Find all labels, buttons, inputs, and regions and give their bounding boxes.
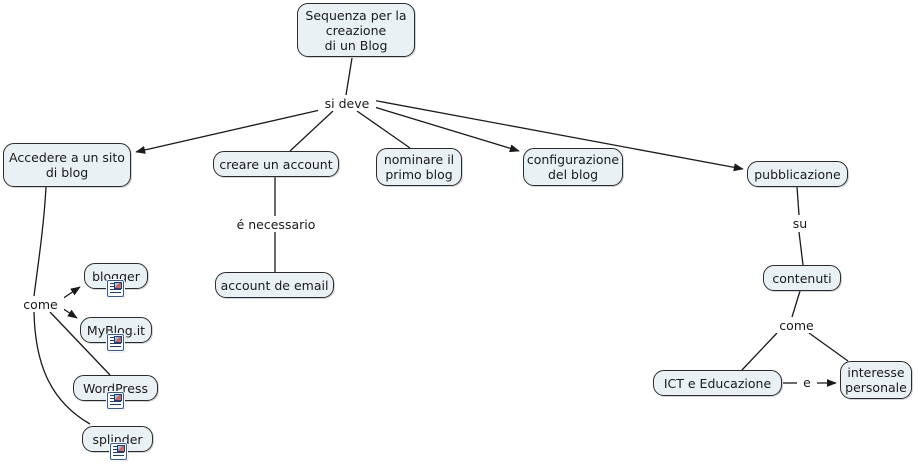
edge-sideve-config <box>370 105 520 153</box>
node-configurazione-del-blog[interactable]: configurazione del blog <box>523 148 623 186</box>
resource-icon-thumbnail <box>114 394 122 401</box>
edge-accedere-come <box>33 186 47 297</box>
node-root[interactable]: Sequenza per la creazione di un Blog <box>297 3 415 57</box>
node-accedere-label: Accedere a un sito di blog <box>9 150 125 180</box>
link-label-su[interactable]: su <box>787 216 813 231</box>
edge-sideve-creare <box>289 110 334 152</box>
node-ict-label: ICT e Educazione <box>663 375 772 391</box>
edge-comeright-interesse <box>808 332 849 362</box>
resource-icon-thumbnail <box>117 445 125 452</box>
node-nominare-il-primo-blog[interactable]: nominare il primo blog <box>376 148 462 186</box>
edge-pubblicazione-su <box>796 186 800 216</box>
link-label-si-deve[interactable]: si deve <box>318 96 376 111</box>
resource-icon-myblog[interactable] <box>107 334 124 351</box>
edge-sideve-nominare <box>356 110 411 149</box>
edge-come-myblog <box>61 307 78 319</box>
node-contenuti[interactable]: contenuti <box>763 265 841 291</box>
node-wordpress-label: WordPress <box>82 380 149 396</box>
node-contenuti-label: contenuti <box>772 270 832 286</box>
node-myblog-label: MyBlog.it <box>86 322 146 338</box>
edge-root-sideve <box>345 57 353 96</box>
edge-comeright-ict <box>741 332 778 371</box>
link-label-e[interactable]: e <box>797 375 817 390</box>
resource-icon-blogger[interactable] <box>107 280 124 297</box>
node-accedere-a-un-sito-di-blog[interactable]: Accedere a un sito di blog <box>3 143 131 187</box>
edge-come-blogger <box>61 286 81 300</box>
node-nominare-label: nominare il primo blog <box>383 152 455 182</box>
node-ict-e-educazione[interactable]: ICT e Educazione <box>653 370 782 396</box>
link-label-come-left[interactable]: come <box>17 297 64 312</box>
node-pubblicazione-label: pubblicazione <box>754 166 841 182</box>
resource-icon-splinder[interactable] <box>110 443 127 460</box>
node-blogger-label: blogger <box>92 268 140 284</box>
node-account-de-email[interactable]: account de email <box>215 272 334 298</box>
node-splinder-label: splinder <box>92 431 143 447</box>
resource-icon-thumbnail <box>114 336 122 343</box>
edge-contenuti-comeright <box>791 290 801 318</box>
node-interesse-label: interesse personale <box>845 365 907 395</box>
resource-icon-wordpress[interactable] <box>107 392 124 409</box>
node-pubblicazione[interactable]: pubblicazione <box>747 161 848 187</box>
link-label-come-right[interactable]: come <box>773 318 820 333</box>
edge-sideve-accedere <box>135 109 321 154</box>
link-label-e-necessario[interactable]: é necessario <box>230 217 322 232</box>
node-root-label: Sequenza per la creazione di un Blog <box>305 7 407 53</box>
resource-icon-thumbnail <box>114 282 122 289</box>
node-config-label: configurazione del blog <box>526 152 620 182</box>
node-creare-un-account[interactable]: creare un account <box>213 151 339 177</box>
node-email-label: account de email <box>220 277 329 293</box>
node-creare-label: creare un account <box>219 156 333 172</box>
edge-su-contenuti <box>798 231 804 266</box>
node-interesse-personale[interactable]: interesse personale <box>840 361 912 399</box>
